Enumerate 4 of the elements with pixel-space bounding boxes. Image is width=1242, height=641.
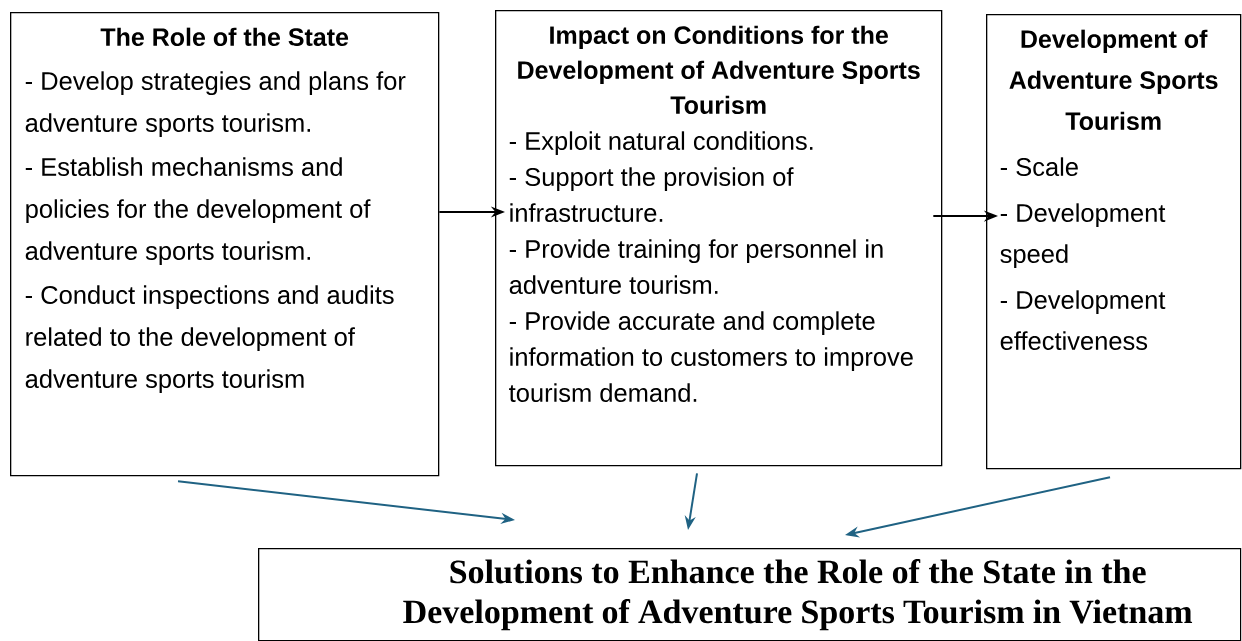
text-box: Development of Adventure Sports Tourism - Scale - Development speed - Development effectiveness	[986, 14, 1242, 470]
text-box: Solutions to Enhance the Role of the State in the Development of Adventure Sports Tourism in Vietnam	[258, 548, 1242, 641]
text-box: Impact on Conditions for the Development of Adventure Sports Tourism - Exploit natural conditions. - Support the provision of infrastructure. - Provide training for personnel in adventure tourism. - Provide accurate and complete information to customers to improve tourism demand.	[495, 10, 943, 467]
text-box: The Role of the State - Develop strategies and plans for adventure sports tourism. - Establish mechanisms and policies for the development of adventure sports tourism. - Conduct inspections and audits related to the development of adventure sports tourism	[10, 12, 440, 477]
